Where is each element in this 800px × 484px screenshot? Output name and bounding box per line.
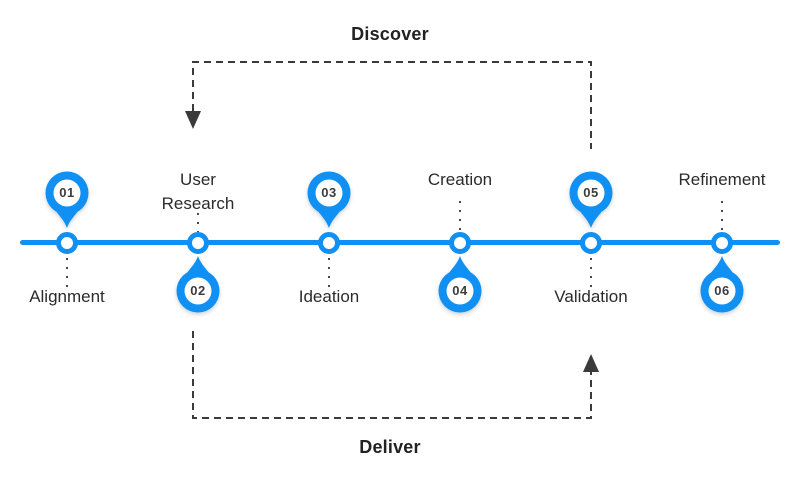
stage-pin-marker: 02 [174,255,222,313]
stage-label: Creation [427,170,493,189]
map-pin-icon [176,256,220,313]
dotted-connector [197,213,199,232]
stage-label: Alignment [29,287,105,306]
stage-number: 04 [452,283,468,298]
stage-pin-marker: 01 [43,171,91,229]
timeline-stage-alignment: 01 Alignment [7,0,127,484]
timeline-stage-creation: 04 Creation [400,0,520,484]
stage-pin-marker: 06 [698,255,746,313]
map-pin-icon [307,171,351,228]
timeline-node [711,232,733,254]
timeline-node [449,232,471,254]
map-pin-icon [569,171,613,228]
timeline-node [56,232,78,254]
stage-number: 05 [583,185,599,200]
timeline-node [187,232,209,254]
stage-label: Refinement [678,170,766,189]
stage-pin-marker: 05 [567,171,615,229]
dotted-connector [590,258,592,289]
dotted-connector [459,201,461,231]
timeline-node [580,232,602,254]
stage-pin-marker: 04 [436,255,484,313]
map-pin-icon [700,256,744,313]
map-pin-icon [45,171,89,228]
dotted-connector [66,258,68,289]
timeline-stage-validation: 05 Validation [531,0,651,484]
stage-number: 02 [190,283,206,298]
stage-label: Ideation [298,287,360,306]
deliver-phase-title: Deliver [359,437,421,457]
stage-label: User Research [161,170,235,213]
stage-pin-marker: 03 [305,171,353,229]
timeline-axis-line [20,240,780,245]
stage-number: 03 [321,185,337,200]
stage-number: 06 [714,283,730,298]
timeline-stage-refinement: 06 Refinement [662,0,782,484]
timeline-stage-ideation: 03 Ideation [269,0,389,484]
map-pin-icon [438,256,482,313]
timeline-node [318,232,340,254]
stage-number: 01 [59,185,75,200]
timeline-stage-user-research: 02 User Research [138,0,258,484]
stage-label: Validation [554,287,628,306]
dotted-connector [328,258,330,289]
dotted-connector [721,201,723,231]
discover-phase-title: Discover [351,24,429,44]
